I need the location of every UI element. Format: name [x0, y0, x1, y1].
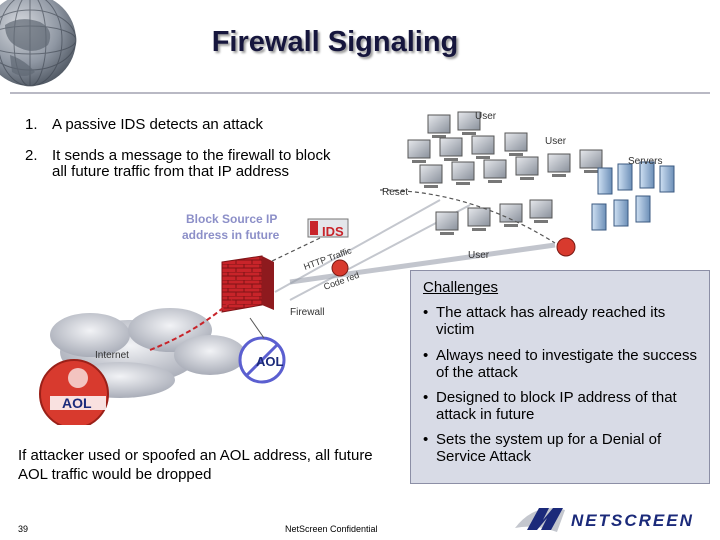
page-number: 39	[18, 524, 28, 534]
aol-blocked-label: AOL	[256, 354, 284, 369]
block-label-line1: Block Source IP	[186, 212, 277, 226]
aol-note: If attacker used or spoofed an AOL addre…	[18, 446, 398, 484]
bullet-dot: •	[423, 389, 428, 406]
reset-label: Reset	[382, 187, 408, 198]
firewall-label: Firewall	[290, 307, 324, 318]
user-mid-label: User	[545, 136, 567, 147]
slide-title: Firewall Signaling	[130, 26, 540, 59]
bullet-dot: •	[423, 431, 428, 448]
attacker-icon	[40, 360, 108, 425]
server-stack	[592, 162, 674, 230]
servers-label: Servers	[628, 156, 662, 167]
firewall-wall	[222, 256, 274, 312]
infected-user-icon	[557, 238, 575, 256]
challenge-text: Always need to investigate the success o…	[436, 347, 703, 381]
bullet-dot: •	[423, 347, 428, 364]
ids-label: IDS	[322, 224, 344, 239]
aol-attacker-label: AOL	[62, 395, 92, 411]
challenges-heading: Challenges	[423, 279, 498, 296]
internet-label: Internet	[95, 350, 129, 361]
title-divider	[10, 92, 710, 94]
user-top-label: User	[475, 111, 497, 122]
user-bottom-label: User	[468, 250, 490, 261]
block-label-line2: address in future	[182, 228, 280, 242]
challenge-text: Designed to block IP address of that att…	[436, 389, 703, 423]
bullet-dot: •	[423, 304, 428, 321]
logo-text: NETSCREEN	[571, 511, 694, 530]
challenge-text: Sets the system up for a Denial of Servi…	[436, 431, 703, 465]
challenges-panel: Challenges • The attack has already reac…	[410, 270, 710, 484]
challenge-text: The attack has already reached its victi…	[436, 304, 703, 338]
globe-graphic	[0, 0, 125, 105]
netscreen-logo: NETSCREEN	[505, 498, 715, 538]
confidential-label: NetScreen Confidential	[285, 524, 378, 534]
